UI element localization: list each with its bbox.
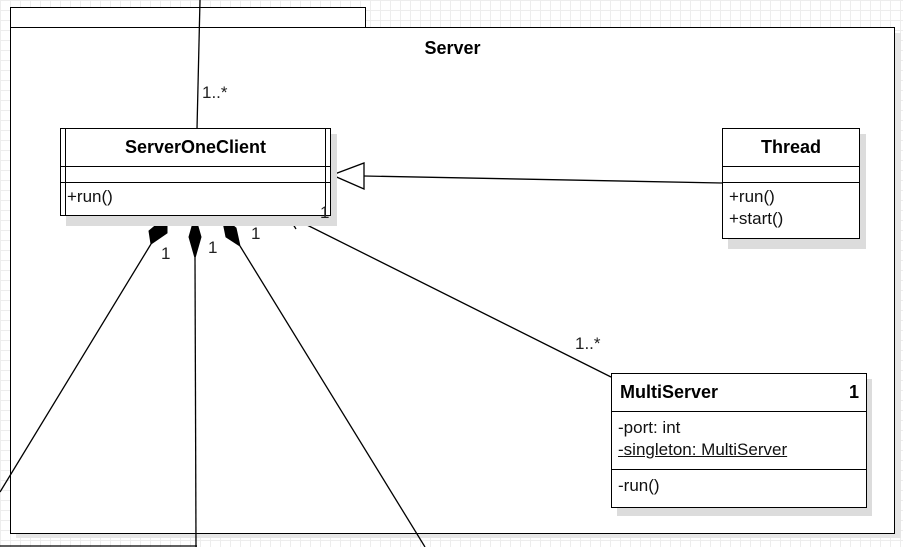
operation-run: +run(): [729, 187, 775, 206]
class-multiplicity: 1: [848, 382, 859, 402]
association-multiserver-line[interactable]: [288, 215, 612, 378]
generalization-arrowhead: [330, 162, 365, 190]
multiplicity-composition-left: 1: [161, 244, 171, 263]
class-name: Thread: [723, 129, 859, 167]
composition-middle-diamond: [188, 214, 202, 260]
composition-right-line[interactable]: [239, 245, 426, 547]
association-top-line[interactable]: [196, 0, 201, 130]
composition-middle-line[interactable]: [194, 257, 197, 547]
package-title: Server: [424, 38, 481, 58]
class-name: MultiServer: [620, 382, 719, 402]
operation-start: +start(): [729, 209, 784, 228]
attribute-port: -port: int: [612, 417, 866, 439]
multiplicity-top-link: 1..*: [202, 83, 228, 102]
class-thread[interactable]: Thread +run() +start(): [722, 128, 860, 239]
operations-section: -run(): [612, 470, 866, 497]
generalization-line[interactable]: [363, 175, 723, 184]
class-header: MultiServer 1: [612, 374, 866, 412]
attributes-section: [61, 167, 330, 183]
attribute-singleton: -singleton: MultiServer: [612, 439, 866, 461]
visibility-marker: -: [618, 418, 624, 437]
composition-left-line[interactable]: [0, 243, 152, 493]
multiplicity-composition-right: 1: [251, 224, 261, 243]
multiplicity-near-multiserver: 1..*: [575, 334, 601, 353]
operations-section: +run(): [61, 183, 330, 208]
attribute-text: singleton: MultiServer: [623, 440, 788, 459]
class-name: ServerOneClient: [61, 129, 330, 167]
class-multiserver[interactable]: MultiServer 1 -port: int -singleton: Mul…: [611, 373, 867, 508]
package-tab[interactable]: [10, 7, 366, 28]
multiplicity-composition-middle: 1: [208, 238, 218, 257]
operations-section: +run() +start(): [723, 183, 859, 230]
attributes-section: -port: int -singleton: MultiServer: [612, 412, 866, 470]
attributes-section: [723, 167, 859, 183]
operation-run: +run(): [67, 187, 113, 206]
multiplicity-near-server-one-client: 1: [320, 203, 330, 222]
attribute-text: port: int: [623, 418, 681, 437]
visibility-marker: -: [618, 440, 624, 459]
class-server-one-client[interactable]: ServerOneClient +run(): [60, 128, 331, 216]
operation-run: -run(): [618, 476, 660, 495]
